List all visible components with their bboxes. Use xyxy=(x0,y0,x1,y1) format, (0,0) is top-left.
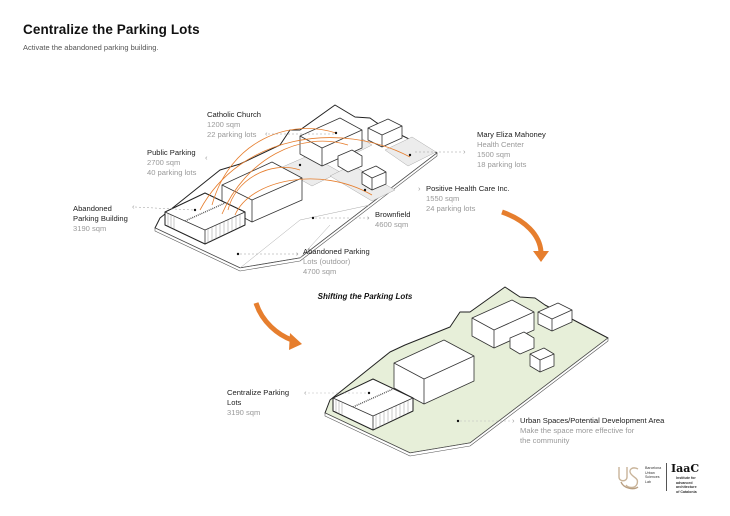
label-urban-spaces: Urban Spaces/Potential Development Area … xyxy=(520,416,664,446)
iaac-line: of Catalonia xyxy=(676,489,697,494)
small-building-1 xyxy=(367,118,403,148)
arrow-church-to-building xyxy=(211,128,337,206)
label-centralize-parking-lots: Centralize Parking Lots 3190 sqm xyxy=(227,388,289,418)
label-area: 4600 sqm xyxy=(375,220,409,229)
busl-logo-mark xyxy=(616,464,642,492)
pointer-right-icon: › xyxy=(463,147,466,156)
busl-line: Urban xyxy=(645,470,655,475)
busl-line: Lab xyxy=(645,479,651,484)
arrow-public-to-building xyxy=(227,167,301,211)
label-name: Mary Eliza Mahoney xyxy=(477,130,546,139)
small-building-2 xyxy=(337,149,363,173)
busl-logo-text: Barcelona Urban Sciences Lab xyxy=(645,466,661,484)
small-building-3 xyxy=(361,165,387,191)
label-sub: Lots (outdoor) xyxy=(303,257,351,266)
label-name: Catholic Church xyxy=(207,110,262,119)
parking-shift-arrows xyxy=(199,128,411,216)
label-catholic-church: Catholic Church 1200 sqm 22 parking lots xyxy=(207,110,261,140)
label-lots: 24 parking lots xyxy=(426,204,476,213)
pointer-right-icon: › xyxy=(296,249,299,258)
label-name-line2: Lots xyxy=(227,398,242,407)
location-dots xyxy=(193,131,412,256)
arrow-church2-to-building xyxy=(221,140,349,215)
building-a xyxy=(537,302,573,332)
pointer-right-icon: › xyxy=(367,213,370,222)
label-area: 1550 sqm xyxy=(426,194,460,203)
label-lots: 40 parking lots xyxy=(147,168,197,177)
arrow-positive-to-building xyxy=(234,178,373,216)
busl-line: Barcelona xyxy=(645,466,662,470)
label-name-line2: Parking Building xyxy=(73,214,128,223)
label-name: Positive Health Care Inc. xyxy=(426,184,510,193)
busl-line: Sciences xyxy=(645,475,660,480)
right-arrowhead xyxy=(533,251,549,262)
label-name: Public Parking xyxy=(147,148,196,157)
label-abandoned-parking-building: Abandoned Parking Building 3190 sqm xyxy=(73,204,128,234)
pointer-left-icon: ‹ xyxy=(132,202,135,211)
pointer-left-icon: ‹ xyxy=(304,388,307,397)
iaac-line: advanced xyxy=(676,480,693,485)
section-title: Shifting the Parking Lots xyxy=(317,292,413,301)
label-brownfield: Brownfield 4600 sqm xyxy=(375,210,410,230)
pointer-left-icon: ‹ xyxy=(205,153,208,162)
label-area: 4700 sqm xyxy=(303,267,337,276)
label-mary-eliza-mahoney: Mary Eliza Mahoney Health Center 1500 sq… xyxy=(477,130,546,170)
abandoned-parking-building xyxy=(164,192,246,245)
label-lots: 18 parking lots xyxy=(477,160,527,169)
arrow-mary-to-building xyxy=(199,137,411,211)
after-site xyxy=(308,286,609,457)
label-abandoned-parking-lots: Abandoned Parking Lots (outdoor) 4700 sq… xyxy=(303,247,370,277)
label-area: 1200 sqm xyxy=(207,120,241,129)
centralized-parking-building xyxy=(332,378,414,431)
left-curved-arrow xyxy=(253,302,293,343)
iaac-logo-mark: IaaC xyxy=(671,462,700,475)
label-name: Abandoned Parking xyxy=(303,247,370,256)
iaac-line: Institute for xyxy=(676,476,696,480)
label-lots: 22 parking lots xyxy=(207,130,257,139)
label-area: 2700 sqm xyxy=(147,158,181,167)
right-curved-arrow xyxy=(501,209,544,253)
label-name-line1: Abandoned xyxy=(73,204,112,213)
page-title: Centralize the Parking Lots xyxy=(23,22,200,37)
before-site xyxy=(134,104,462,272)
iaac-line: architecture xyxy=(676,485,697,490)
busl-logo-icon xyxy=(618,467,639,490)
pointer-left-icon: ‹ xyxy=(265,129,268,138)
label-positive-health-care: Positive Health Care Inc. 1550 sqm 24 pa… xyxy=(426,184,510,214)
label-area: 1500 sqm xyxy=(477,150,511,159)
label-desc-line2: the community xyxy=(520,436,570,445)
large-building xyxy=(393,339,475,405)
label-sub: Health Center xyxy=(477,140,524,149)
label-name-line1: Centralize Parking xyxy=(227,388,290,397)
leader-lines xyxy=(134,133,462,255)
label-area: 3190 sqm xyxy=(227,408,261,417)
iaac-logo-text: Institute for advanced architecture of C… xyxy=(676,476,697,494)
label-public-parking: Public Parking 2700 sqm 40 parking lots xyxy=(147,148,196,178)
label-name: Urban Spaces/Potential Development Area xyxy=(520,416,665,425)
label-name: Brownfield xyxy=(375,210,411,219)
label-desc-line1: Make the space more effective for xyxy=(520,426,635,435)
left-arrowhead xyxy=(289,333,302,350)
transition-arrows xyxy=(253,209,549,350)
logo-divider xyxy=(666,463,667,491)
building-c xyxy=(529,347,555,373)
pointer-right-icon: › xyxy=(418,184,421,193)
label-area: 3190 sqm xyxy=(73,224,107,233)
building-b xyxy=(509,331,535,355)
pointer-right-icon: › xyxy=(512,416,515,425)
page-subtitle: Activate the abandoned parking building. xyxy=(23,43,159,52)
